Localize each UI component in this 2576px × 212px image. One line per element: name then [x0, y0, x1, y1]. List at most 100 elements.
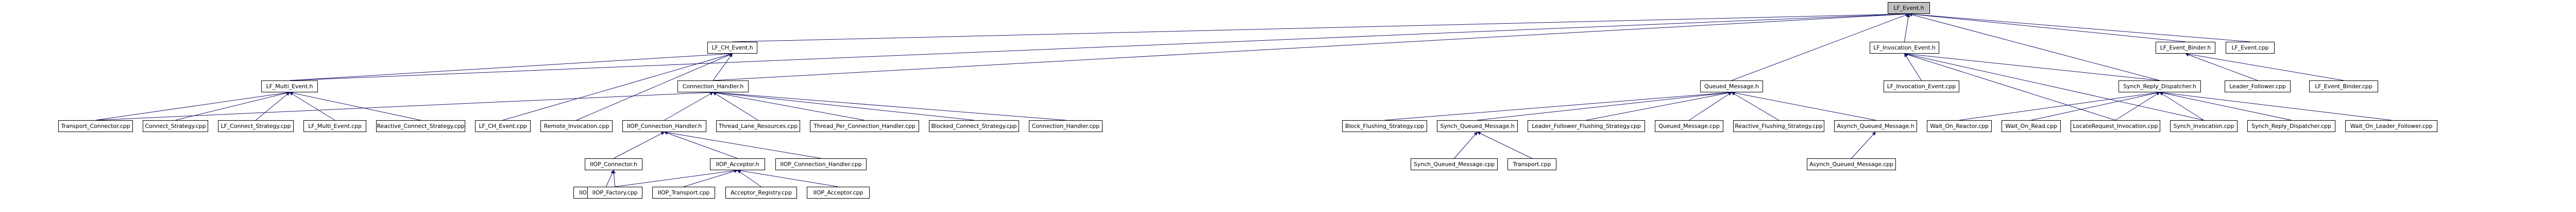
graph-node[interactable]: Thread_Per_Connection_Handler.cpp: [810, 120, 919, 132]
graph-edge: [1904, 52, 2160, 81]
graph-edge: [1731, 13, 1909, 81]
graph-edge: [1904, 13, 1910, 42]
graph-node[interactable]: Connection_Handler.h: [677, 80, 749, 92]
graph-node[interactable]: Synch_Reply_Dispatcher.h: [2119, 80, 2201, 92]
graph-node[interactable]: Synch_Reply_Dispatcher.cpp: [2247, 120, 2335, 132]
graph-edge: [95, 90, 714, 121]
graph-edge: [613, 132, 665, 159]
graph-node[interactable]: LF_Invocation_Event.h: [1870, 42, 1939, 54]
graph-edge: [737, 169, 839, 187]
graph-node[interactable]: Queued_Message.h: [1700, 80, 1763, 92]
graph-edge: [1689, 92, 1732, 121]
graph-node[interactable]: Wait_On_Read.cpp: [2002, 120, 2061, 132]
graph-edge: [2159, 91, 2292, 121]
graph-node[interactable]: Reactive_Connect_Strategy.cpp: [376, 120, 465, 132]
graph-node[interactable]: Thread_Lane_Resources.cpp: [716, 120, 800, 132]
graph-edge: [289, 92, 335, 121]
graph-node[interactable]: Reactive_Flushing_Strategy.cpp: [1733, 120, 1824, 132]
graph-edge: [289, 12, 1909, 81]
graph-edge: [664, 131, 821, 159]
graph-node[interactable]: LF_Connect_Strategy.cpp: [218, 120, 294, 132]
graph-node[interactable]: LF_Invocation_Event.cpp: [1884, 80, 1959, 92]
edge-group: [95, 12, 2392, 187]
graph-node[interactable]: Block_Flushing_Strategy.cpp: [1342, 120, 1427, 132]
graph-node[interactable]: Asynch_Queued_Message.cpp: [1807, 158, 1896, 170]
graph-edge: [664, 131, 738, 159]
graph-node[interactable]: LF_Multi_Event.h: [261, 80, 318, 92]
graph-edge: [713, 12, 1909, 81]
graph-node[interactable]: LF_Event_Binder.h: [2156, 42, 2215, 54]
graph-node[interactable]: Synch_Queued_Message.cpp: [1411, 158, 1498, 170]
graph-edge: [1908, 12, 2186, 42]
graph-edge: [1904, 53, 2116, 121]
graph-edge: [683, 169, 738, 187]
graph-edge: [2115, 92, 2160, 121]
graph-edge: [1586, 91, 1732, 121]
graph-edge: [615, 169, 738, 187]
graph-edge: [713, 91, 865, 121]
graph-node[interactable]: IIOP_Transport.cpp: [652, 187, 715, 199]
graph-node-root[interactable]: LF_Event.h: [1888, 2, 1930, 14]
graph-node[interactable]: LocateRequest_Invocation.cpp: [2071, 120, 2160, 132]
graph-node[interactable]: LF_Multi_Event.cpp: [303, 120, 366, 132]
graph-node[interactable]: Connect_Strategy.cpp: [143, 120, 208, 132]
graph-edge: [1904, 53, 1922, 81]
graph-edge: [664, 92, 714, 121]
graph-edge: [2185, 53, 2258, 81]
graph-edge: [713, 92, 758, 121]
graph-node[interactable]: Connection_Handler.cpp: [1029, 120, 1103, 132]
graph-node[interactable]: IIOP_Acceptor.h: [710, 158, 765, 170]
graph-edge: [737, 170, 761, 187]
graph-node[interactable]: LF_CH_Event.h: [707, 42, 757, 54]
graph-edge: [2159, 91, 2392, 121]
graph-node[interactable]: Wait_On_Leader_Follower.cpp: [2345, 120, 2437, 132]
graph-edge: [1477, 91, 1732, 121]
graph-node[interactable]: Wait_On_Reactor.cpp: [1927, 120, 1992, 132]
graph-node[interactable]: Asynch_Queued_Message.h: [1834, 120, 1917, 132]
graph-node[interactable]: Transport.cpp: [1507, 158, 1556, 170]
graph-edge: [256, 92, 290, 121]
graph-edge: [713, 91, 974, 121]
graph-node[interactable]: Acceptor_Registry.cpp: [725, 187, 797, 199]
graph-edge: [2031, 91, 2160, 121]
graph-edge: [606, 170, 614, 187]
graph-node[interactable]: IIOP_Connection_Handler.cpp: [775, 158, 867, 170]
graph-edge: [502, 53, 733, 121]
graph-edge: [1851, 132, 1876, 159]
graph-edge: [2185, 52, 2344, 81]
graph-edge: [1477, 132, 1532, 159]
graph-node[interactable]: Synch_Invocation.cpp: [2170, 120, 2238, 132]
graph-node[interactable]: Leader_Follower.cpp: [2225, 80, 2291, 92]
graph-edge: [713, 53, 733, 81]
graph-edge: [1454, 132, 1478, 159]
graph-edge: [2159, 92, 2204, 121]
graph-node[interactable]: LF_CH_Event.cpp: [475, 120, 531, 132]
graph-node[interactable]: LF_Event_Binder.cpp: [2309, 80, 2378, 92]
graph-node[interactable]: Queued_Message.cpp: [1655, 120, 1723, 132]
graph-edge: [1959, 91, 2160, 121]
graph-edge: [732, 12, 1909, 42]
graph-node[interactable]: Synch_Queued_Message.h: [1437, 120, 1518, 132]
graph-node[interactable]: LF_Event.cpp: [2226, 42, 2275, 54]
graph-edge: [713, 91, 1066, 121]
graph-node[interactable]: Leader_Follower_Flushing_Strategy.cpp: [1528, 120, 1645, 132]
graph-node[interactable]: IIOP_Factory.cpp: [587, 187, 642, 199]
graph-node[interactable]: IIOP_Connection_Handler.h: [622, 120, 706, 132]
graph-edge: [576, 53, 733, 121]
graph-node[interactable]: Blocked_Connect_Strategy.cpp: [929, 120, 1019, 132]
graph-edge: [1904, 52, 2204, 121]
graph-edge: [289, 52, 733, 81]
graph-edge: [1908, 12, 2250, 42]
graph-node[interactable]: IIOP_Acceptor.cpp: [807, 187, 870, 199]
graph-edge: [95, 91, 290, 121]
graph-edge: [1731, 91, 1876, 121]
graph-edge: [612, 170, 616, 187]
graph-edge: [1908, 13, 2160, 81]
graph-node[interactable]: Transport_Connector.cpp: [58, 120, 133, 132]
graph-node[interactable]: IIOP_Connector.h: [585, 158, 642, 170]
graph-edge: [1731, 92, 1779, 121]
graph-node[interactable]: Remote_Invocation.cpp: [540, 120, 613, 132]
graph-edge: [1384, 91, 1732, 121]
